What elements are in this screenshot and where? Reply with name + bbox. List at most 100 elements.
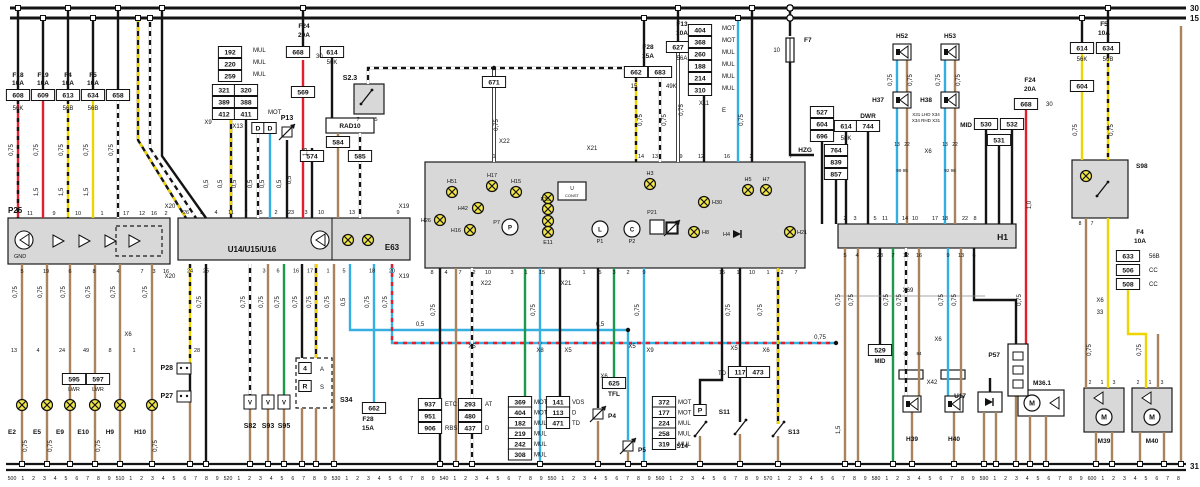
lamp-cross-icon xyxy=(785,227,795,237)
speaker-magnet-icon xyxy=(944,49,948,55)
label: 2 xyxy=(274,210,277,216)
label: 2 xyxy=(472,270,475,276)
rail-connector-top xyxy=(786,4,794,12)
label: TD xyxy=(718,371,727,377)
wire-number: 658 xyxy=(112,93,124,100)
label: 9 xyxy=(52,211,55,217)
ground-terminal-number: 5 xyxy=(713,476,716,482)
ground-terminal-number: 3 xyxy=(799,476,802,482)
H1-box xyxy=(837,223,1017,249)
wire-number: 530 xyxy=(980,122,992,129)
label: X34 RHD X31 xyxy=(912,118,941,123)
ground-terminal-number: 5 xyxy=(389,476,392,482)
label: 0,75 xyxy=(662,114,668,126)
label: 13 xyxy=(11,348,17,354)
wire-number: 662 xyxy=(368,406,380,413)
ground-terminal-number: 580 xyxy=(872,476,881,482)
ground-terminal-number: 6 xyxy=(507,476,510,482)
label: 0,5 xyxy=(341,297,347,306)
label: 15A xyxy=(642,53,654,60)
wire-number-box xyxy=(61,373,87,385)
label: P25 xyxy=(8,206,23,215)
rail-connector-bottom xyxy=(786,14,794,22)
wire-number-box xyxy=(1095,42,1121,54)
wire-number: 671 xyxy=(488,80,500,87)
ground-terminal-number: 5 xyxy=(281,476,284,482)
wire-number-box xyxy=(1115,278,1141,290)
label: 11 xyxy=(27,211,33,217)
terminal xyxy=(159,5,165,11)
terminal xyxy=(749,5,755,11)
label: MOT xyxy=(678,400,692,406)
terminal xyxy=(65,5,71,11)
label: 7 xyxy=(1091,221,1094,227)
ground-terminal-number: 9 xyxy=(108,476,111,482)
wire-number-box xyxy=(30,89,56,101)
label: F5 xyxy=(89,72,97,79)
label: S2.3 xyxy=(343,75,358,82)
wire-number: 508 xyxy=(1122,282,1134,289)
label: 56K xyxy=(13,106,24,112)
terminal xyxy=(331,461,337,467)
label: 3 xyxy=(152,269,155,275)
label: M40 xyxy=(1146,438,1159,445)
label: 15 xyxy=(539,270,545,276)
label: 0,5 xyxy=(287,175,293,184)
label: 28 xyxy=(194,348,200,354)
diode-H4 xyxy=(733,230,741,238)
wire-number-box xyxy=(507,448,533,461)
wire-number: 437 xyxy=(464,426,476,433)
wire-number: 310 xyxy=(694,88,706,95)
resistor-element xyxy=(1012,365,1024,375)
label: 3 xyxy=(262,269,265,275)
label: 8 xyxy=(92,269,95,275)
ground-terminal-number: 5 xyxy=(821,476,824,482)
ground-terminal-number: 8 xyxy=(205,476,208,482)
ground-terminal-number: 6 xyxy=(615,476,618,482)
wire-number: 906 xyxy=(424,426,436,433)
ground-terminal-number: 530 xyxy=(332,476,341,482)
label: 1 xyxy=(582,270,585,276)
ground-terminal-number: 4 xyxy=(486,476,489,482)
ground-terminal-number: 9 xyxy=(648,476,651,482)
wire-number-box xyxy=(651,438,677,450)
ground-terminal-number: 3 xyxy=(43,476,46,482)
wire-number: 293 xyxy=(464,402,476,409)
wire-number-box xyxy=(809,106,835,118)
ground-terminal-number: 9 xyxy=(756,476,759,482)
label: 5 xyxy=(259,210,262,216)
label: H15 xyxy=(511,179,521,185)
RAD10-box xyxy=(325,117,375,134)
label: X5 xyxy=(628,344,636,350)
wire-number: 609 xyxy=(37,93,49,100)
ground-terminal-number: 1 xyxy=(669,476,672,482)
wire-number-box xyxy=(867,344,893,356)
label: 1,0 xyxy=(1027,200,1033,209)
label: MUL xyxy=(678,432,691,438)
label: S xyxy=(320,385,324,391)
label: 99 95 xyxy=(896,168,908,173)
label: X20 xyxy=(165,274,176,280)
label: X9 xyxy=(204,120,212,126)
label: 56A xyxy=(677,56,688,62)
sensor-arrowhead xyxy=(631,438,636,443)
switch-contact xyxy=(733,432,737,436)
label: 0,75 xyxy=(1017,294,1023,306)
X42-left xyxy=(898,369,924,380)
terminal xyxy=(1079,15,1085,21)
rail-30-label: 30 xyxy=(1190,4,1199,13)
ground-terminal-number: 8 xyxy=(313,476,316,482)
speaker-icon-M40 xyxy=(1141,391,1152,405)
wire-number: 574 xyxy=(306,154,318,161)
ground-terminal-number: 7 xyxy=(842,476,845,482)
speaker-cone-icon xyxy=(899,93,909,107)
ground-terminal-number: 520 xyxy=(224,476,233,482)
switch-S13 xyxy=(772,421,785,437)
ground-terminal-number: 3 xyxy=(1015,476,1018,482)
label: P5 xyxy=(638,447,646,454)
label: 0,75 xyxy=(96,440,102,452)
label: P27 xyxy=(161,393,174,400)
wire-number: 744 xyxy=(862,124,874,131)
